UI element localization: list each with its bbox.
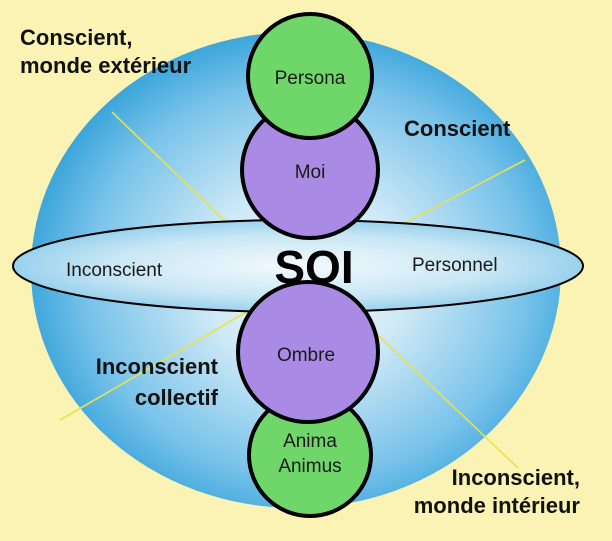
label-inconscient-collectif-line2: collectif — [135, 385, 219, 410]
ring-label-inconscient: Inconscient — [66, 260, 163, 281]
axis-line-bottom-right — [359, 317, 519, 469]
center-label-soi: SOI — [274, 241, 353, 293]
animus-label: Animus — [278, 456, 341, 477]
label-conscient-monde-exterieur-line1: Conscient, — [20, 25, 132, 50]
persona-label: Persona — [275, 68, 346, 89]
anima-label: Anima — [283, 431, 337, 452]
label-conscient-monde-exterieur-line2: monde extérieur — [20, 53, 192, 78]
label-conscient: Conscient — [404, 116, 511, 141]
ombre-circle — [236, 280, 380, 424]
axis-line-bottom-left — [59, 309, 251, 421]
moi-label: Moi — [295, 162, 326, 183]
ombre-label: Ombre — [277, 345, 335, 366]
ring-label-personnel: Personnel — [412, 255, 498, 276]
label-inconscient-monde-interieur-line1: Inconscient, — [452, 465, 580, 490]
persona-circle — [246, 12, 374, 140]
label-inconscient-monde-interieur-line2: monde intérieur — [414, 493, 581, 518]
label-inconscient-collectif-line1: Inconscient — [96, 354, 219, 379]
